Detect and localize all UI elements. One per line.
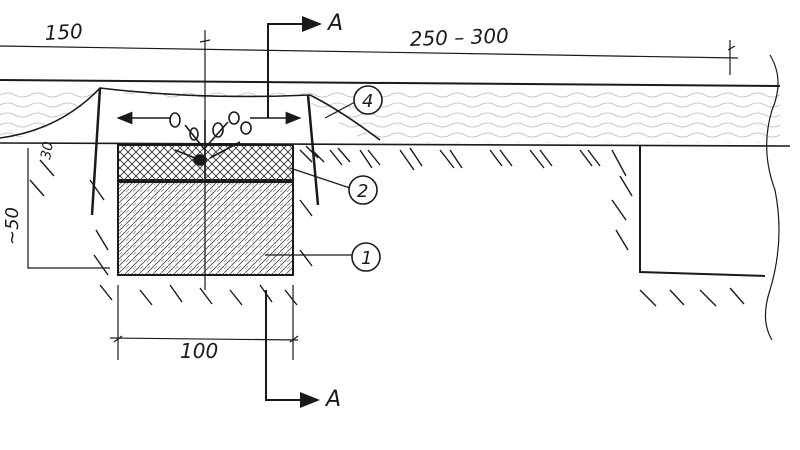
section-line-top <box>267 16 322 118</box>
mulch-mound <box>0 87 381 141</box>
surface-line-top <box>0 79 781 87</box>
section-label-bottom: A <box>324 387 341 412</box>
dimension-top-left: 150 <box>44 19 83 45</box>
dimension-lines <box>0 39 739 360</box>
dimension-top-right: 250 – 300 <box>409 24 509 51</box>
callout-label-2: 2 <box>357 181 368 202</box>
dimension-small: 30 <box>38 140 57 160</box>
surface-line-ground <box>0 142 791 147</box>
callout-label-1: 1 <box>361 248 372 269</box>
adjacent-pit <box>639 146 766 277</box>
callout-label-4: 4 <box>362 91 373 112</box>
mulch-layer <box>0 90 780 143</box>
callout-circle-4 <box>353 85 383 115</box>
callout-leaders <box>265 101 356 256</box>
dimension-width: 100 <box>180 339 218 363</box>
break-line <box>764 54 780 341</box>
stake-right <box>306 94 320 206</box>
stake-left <box>90 87 102 216</box>
section-line-bottom <box>265 290 320 408</box>
soil-hatching <box>29 145 745 307</box>
dimension-depth: ~50 <box>2 207 23 245</box>
section-label-top: A <box>326 11 343 36</box>
callout-circle-1 <box>351 242 381 272</box>
callout-circle-2 <box>348 175 378 205</box>
